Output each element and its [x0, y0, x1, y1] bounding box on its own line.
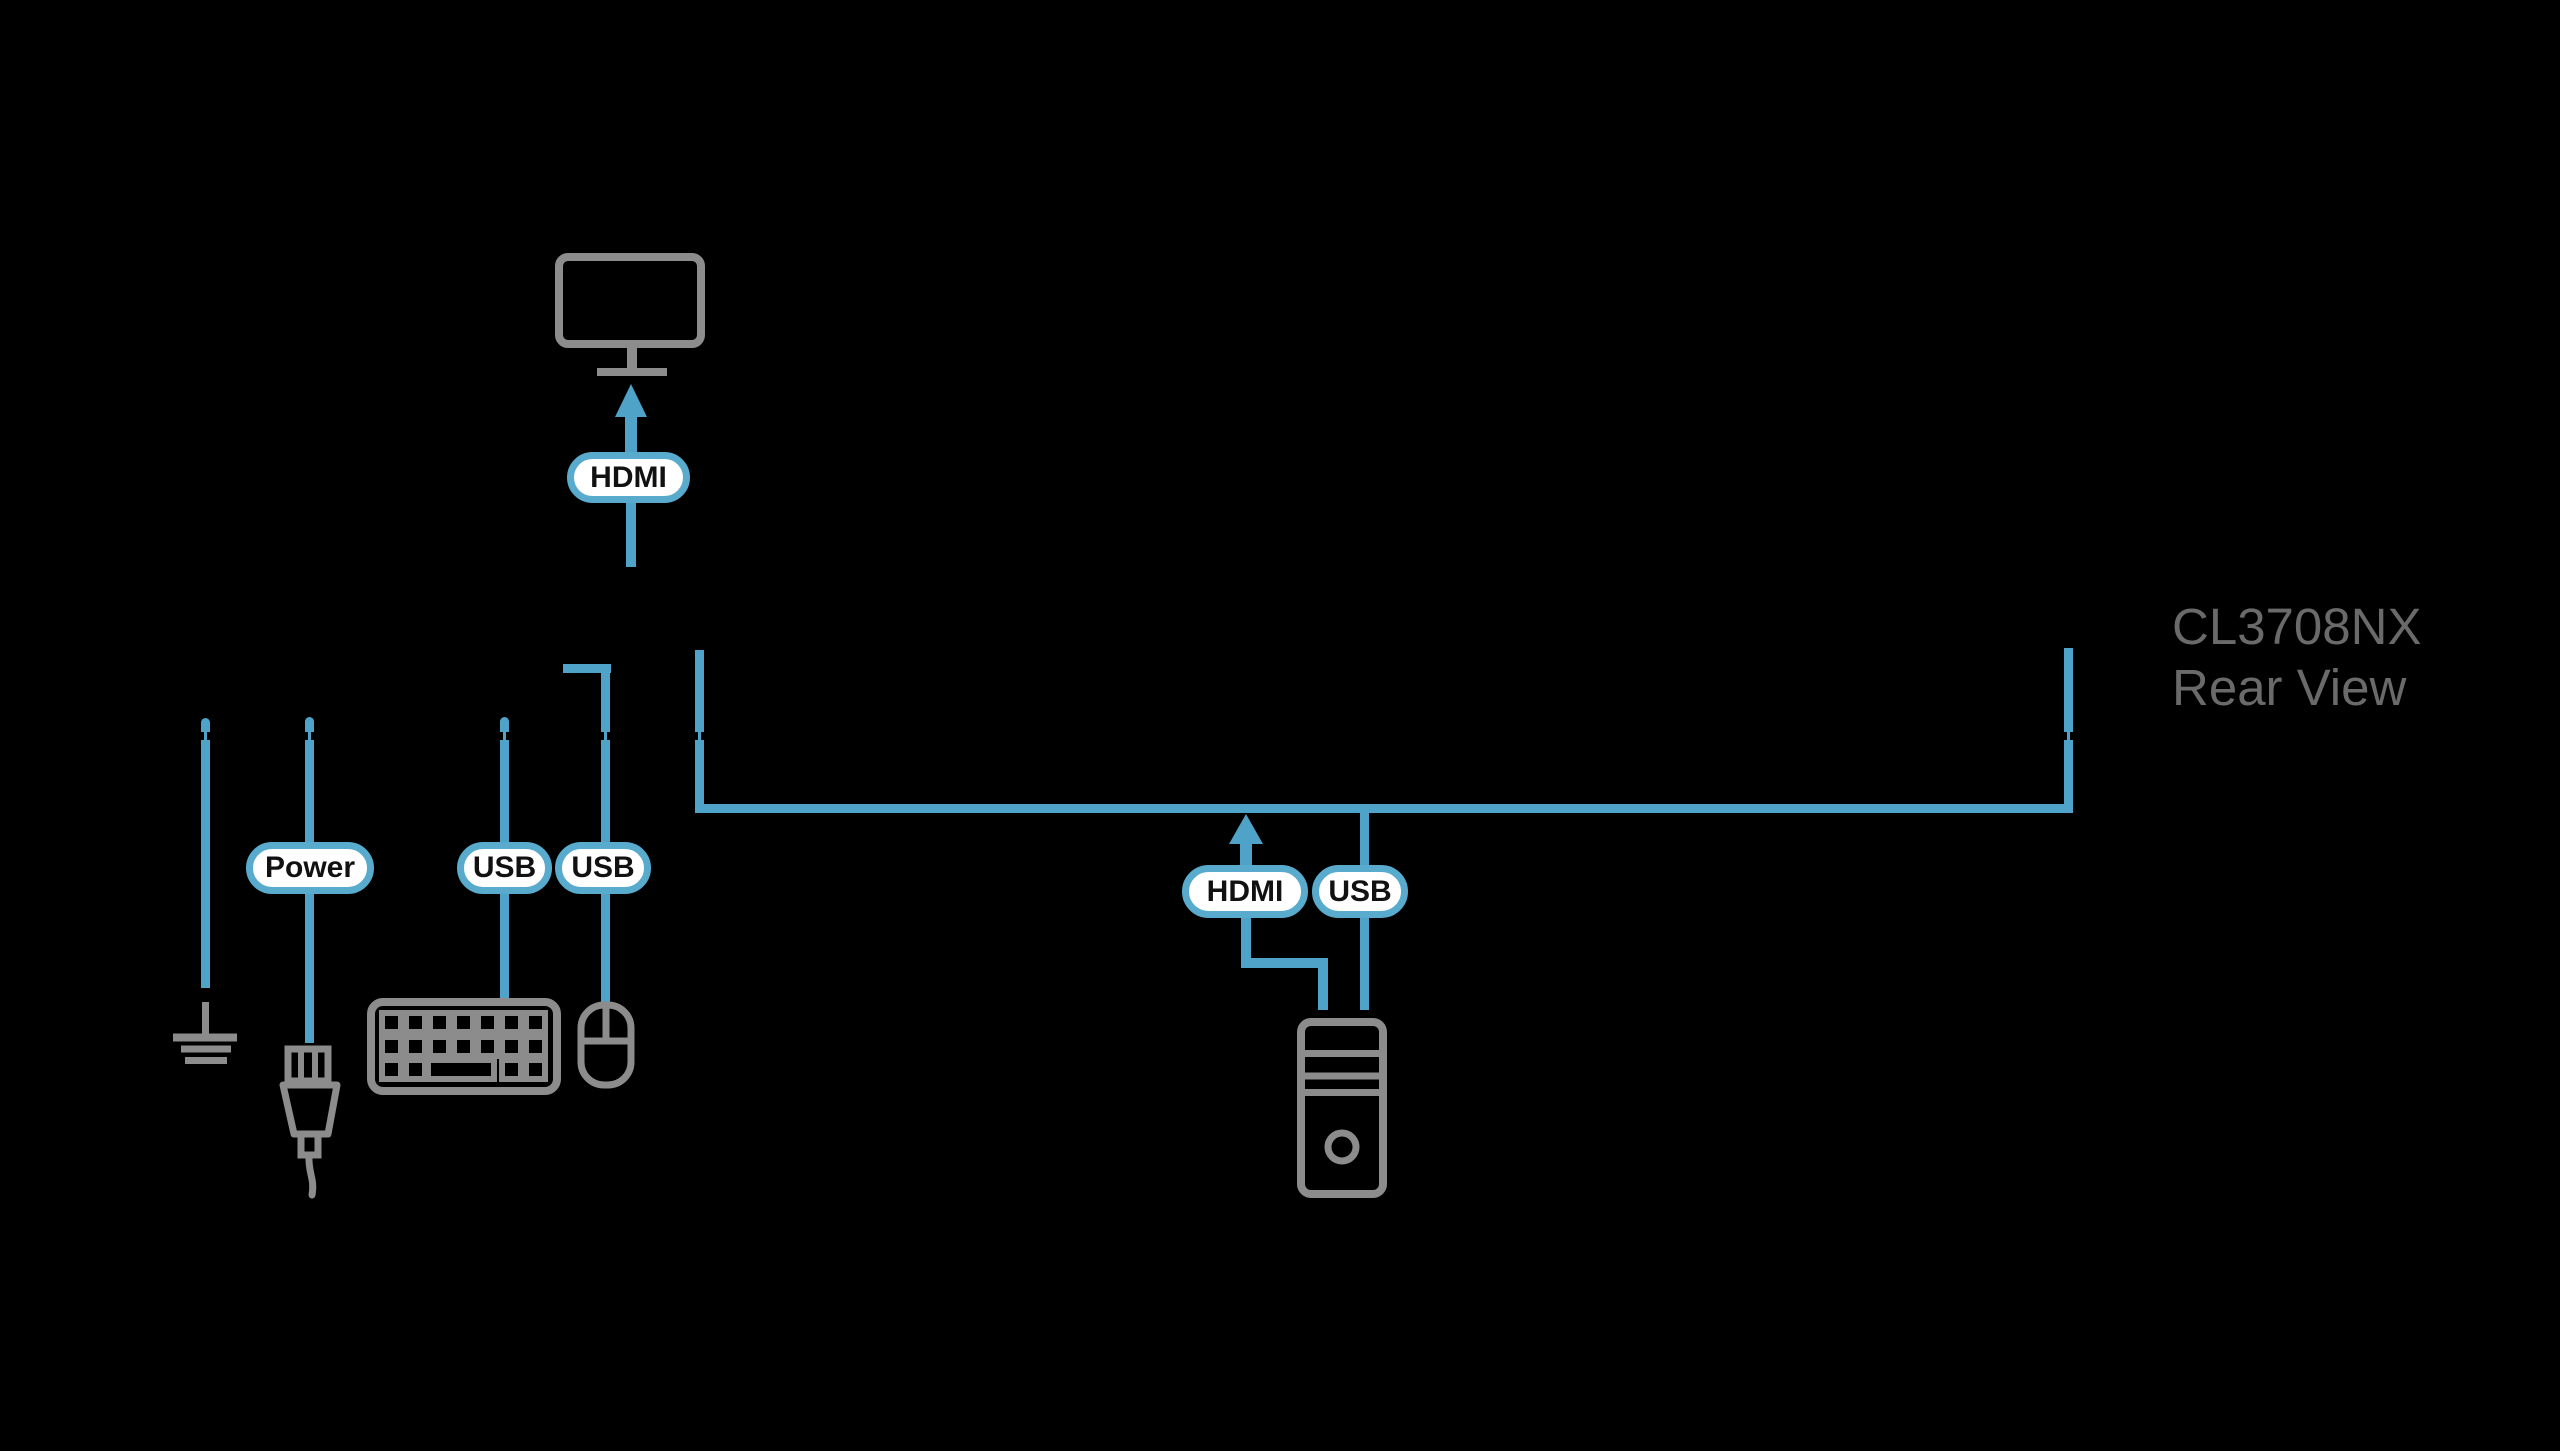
- bus-cable-right-vertical: [2064, 648, 2073, 808]
- mouse-usb-pill: USB: [555, 842, 651, 894]
- cable-pinch: [305, 732, 308, 740]
- cable-pinch: [2070, 732, 2073, 740]
- source-hdmi-label: HDMI: [1206, 874, 1284, 908]
- mouse-usb-cable-lower: [601, 894, 610, 1002]
- bus-cable-left-vertical: [695, 650, 704, 808]
- power-pill: Power: [246, 842, 374, 894]
- source-hdmi-pill: HDMI: [1182, 865, 1308, 918]
- source-hdmi-cable-down: [1241, 918, 1251, 968]
- keyboard-usb-cable-lower: [500, 894, 509, 998]
- source-usb-label: USB: [1328, 874, 1392, 908]
- source-usb-cable-upper: [1360, 813, 1369, 865]
- monitor-icon: [555, 253, 705, 376]
- cable-pinch: [506, 732, 509, 740]
- mouse-icon: [577, 1001, 635, 1089]
- cable-pinch: [207, 732, 210, 740]
- console-hdmi-cable-lower: [626, 503, 636, 567]
- power-plug-icon: [279, 1045, 341, 1199]
- keyboard-usb-label: USB: [472, 851, 537, 884]
- keyboard-usb-cable-upper: [500, 717, 509, 842]
- source-hdmi-cable-elbow: [1241, 958, 1328, 968]
- keyboard-icon: [367, 998, 561, 1095]
- power-label: Power: [264, 851, 356, 884]
- cable-pinch: [2064, 732, 2067, 740]
- computer-tower-icon: [1297, 1018, 1387, 1198]
- cable-pinch: [701, 732, 704, 740]
- cable-pinch: [601, 732, 604, 740]
- product-view: Rear View: [2172, 659, 2407, 716]
- bus-cable-horizontal: [695, 804, 2073, 813]
- cable-pinch: [201, 732, 204, 740]
- console-hdmi-cable-upper: [625, 416, 637, 452]
- ground-icon: [173, 1002, 237, 1064]
- mouse-usb-label: USB: [571, 851, 635, 884]
- console-hdmi-pill: HDMI: [567, 452, 690, 503]
- cable-pinch: [311, 732, 314, 740]
- product-model: CL3708NX: [2172, 598, 2422, 655]
- grounding-cable: [201, 718, 210, 988]
- source-usb-cable-lower: [1360, 918, 1369, 1010]
- source-hdmi-cable-drop: [1318, 958, 1328, 1010]
- source-usb-pill: USB: [1312, 865, 1408, 918]
- power-cable-upper: [305, 717, 314, 842]
- source-hdmi-cable-upper: [1240, 843, 1252, 865]
- product-title: CL3708NX Rear View: [2172, 596, 2422, 718]
- cable-pinch: [607, 732, 610, 740]
- console-hdmi-label: HDMI: [590, 460, 667, 494]
- mouse-usb-cable-stub: [563, 664, 611, 673]
- arrow-up-icon: [615, 384, 647, 417]
- arrow-up-icon: [1229, 814, 1263, 844]
- power-cable-lower: [305, 894, 314, 1043]
- keyboard-usb-pill: USB: [457, 842, 552, 894]
- cable-pinch: [500, 732, 503, 740]
- cable-pinch: [695, 732, 698, 740]
- mouse-usb-cable-upper: [601, 664, 610, 842]
